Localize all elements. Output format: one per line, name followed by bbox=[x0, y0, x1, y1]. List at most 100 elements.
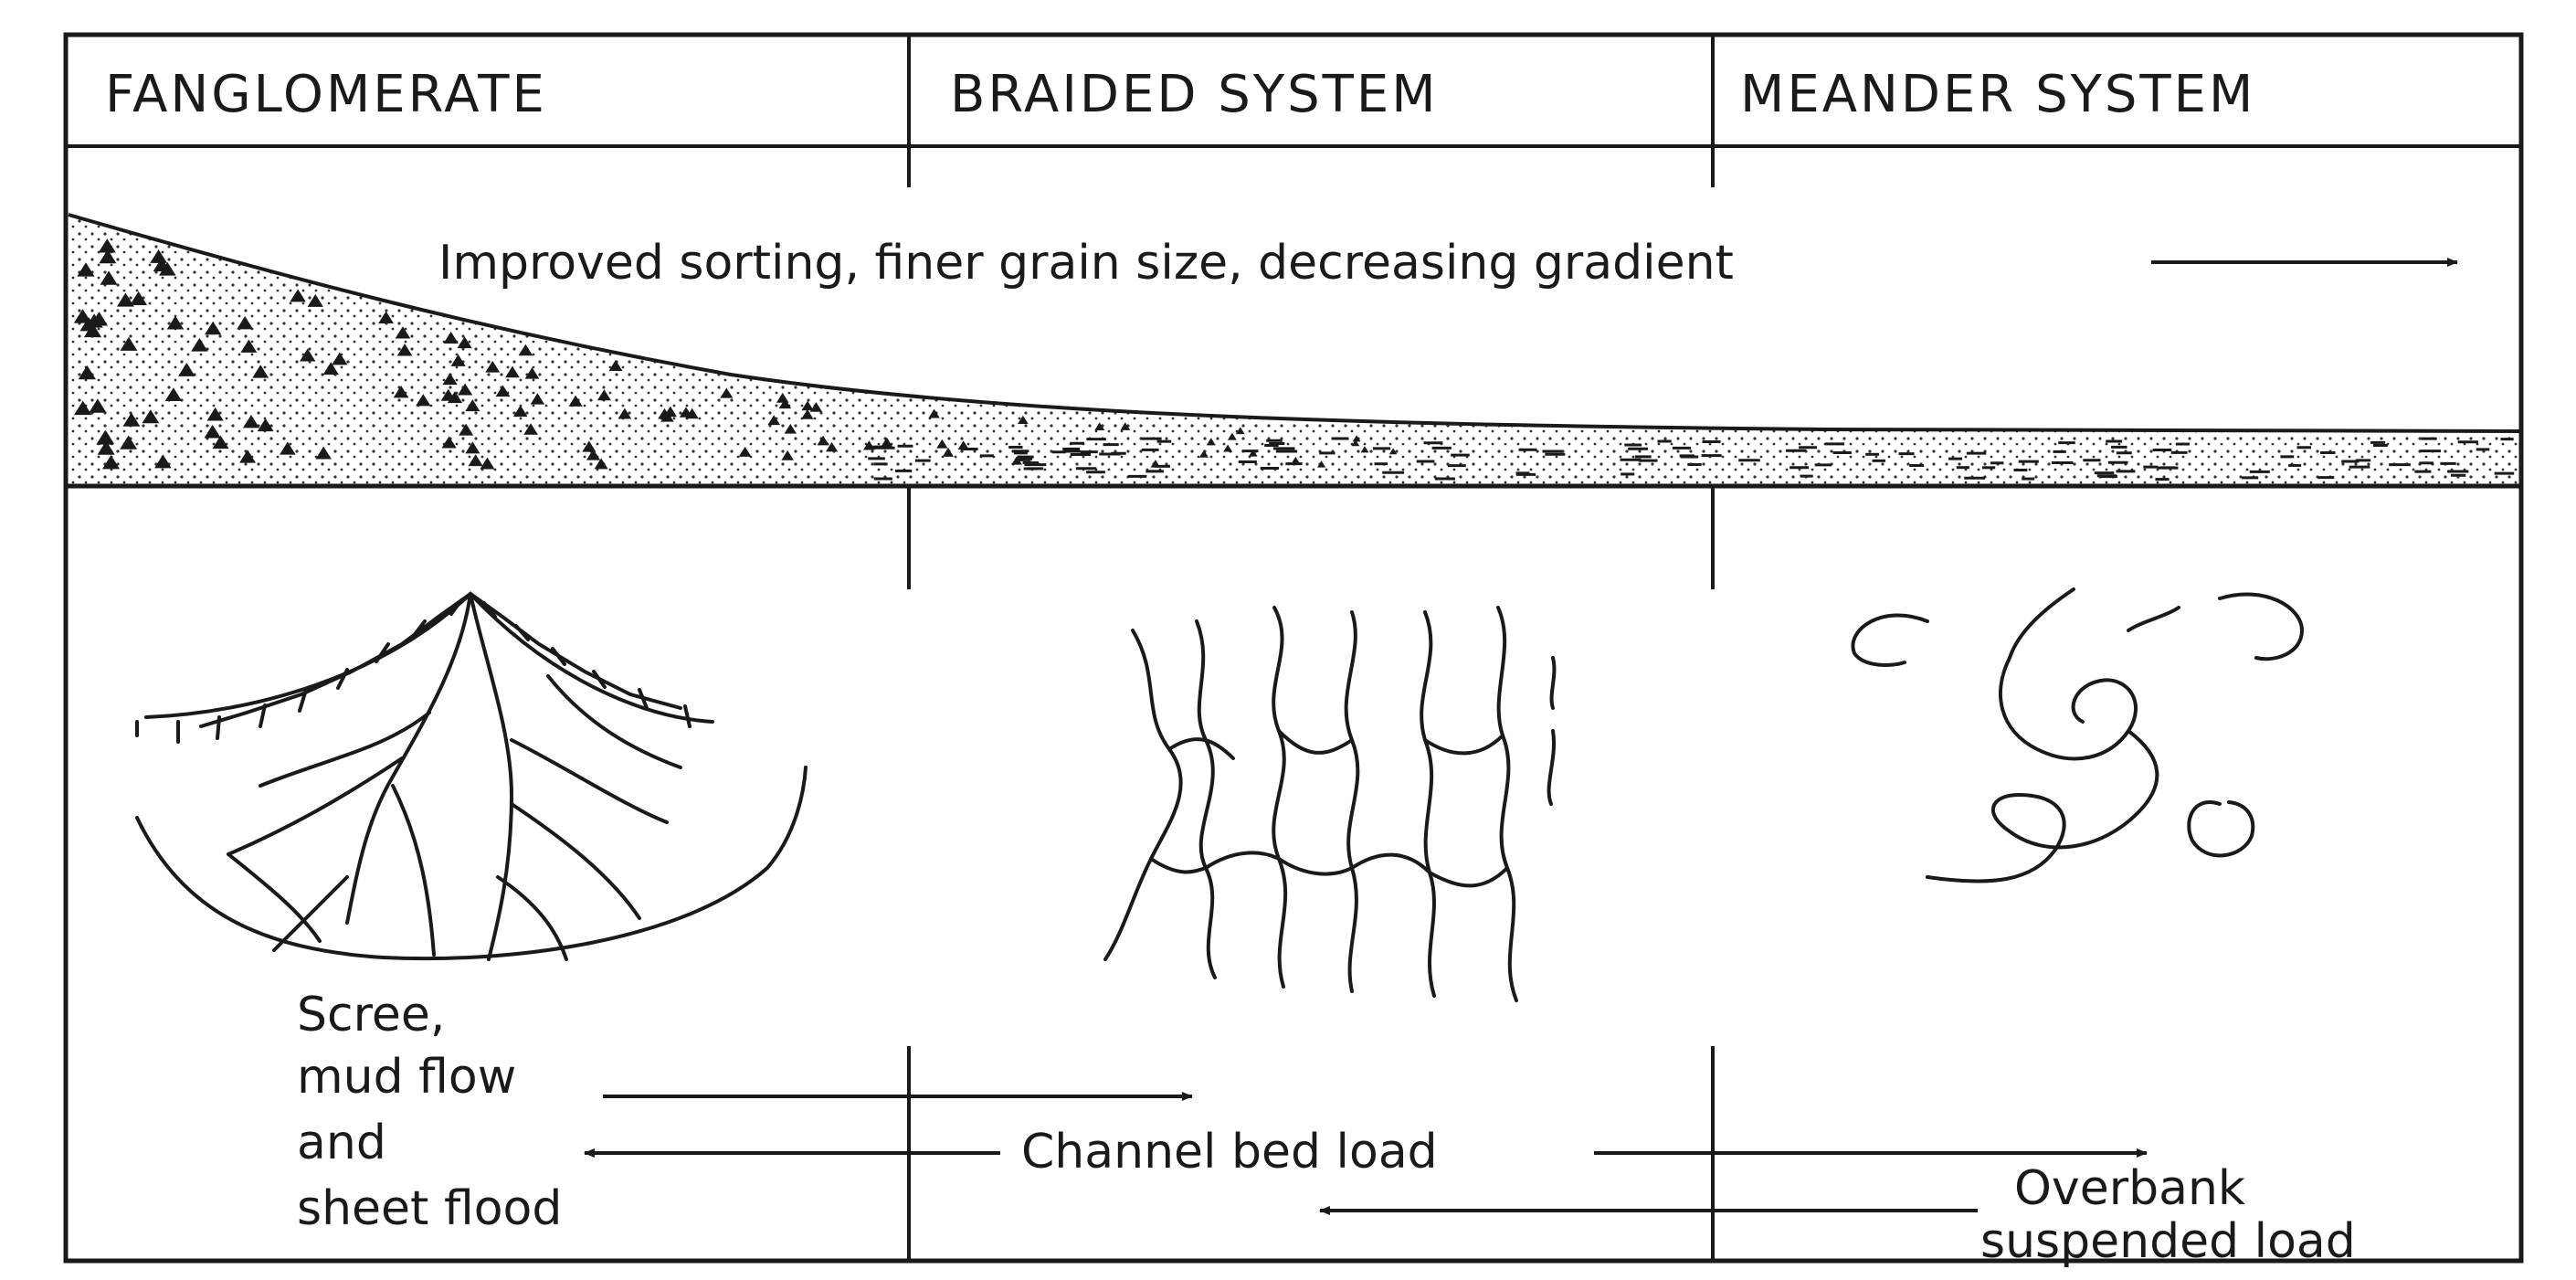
gravel-clast bbox=[1094, 422, 1105, 431]
gravel-clast bbox=[942, 448, 955, 457]
gravel-clast bbox=[116, 292, 134, 307]
gravel-clast bbox=[440, 388, 456, 401]
gravel-clast bbox=[957, 440, 969, 450]
scree-label-line4: sheet flood bbox=[297, 1181, 562, 1236]
gravel-clast bbox=[79, 316, 98, 332]
wedge-top-surface bbox=[68, 213, 2522, 433]
gravel-clast bbox=[458, 383, 473, 396]
gravel-clast bbox=[530, 393, 545, 405]
gravel-clast bbox=[166, 315, 185, 330]
gravel-clast bbox=[480, 457, 495, 470]
gravel-clast bbox=[150, 249, 167, 263]
gravel-clast bbox=[299, 348, 316, 362]
gravel-clast bbox=[720, 387, 734, 398]
gravel-clast bbox=[243, 415, 259, 428]
gravel-clast bbox=[237, 315, 254, 330]
gravel-clast bbox=[315, 446, 332, 460]
gravel-clast bbox=[322, 362, 339, 376]
gravel-clast bbox=[206, 407, 224, 421]
wedge-fill bbox=[69, 215, 2521, 486]
gravel-clast bbox=[120, 435, 138, 450]
gravel-clast bbox=[191, 337, 208, 352]
gravel-clast bbox=[164, 387, 183, 402]
gravel-clast bbox=[307, 294, 323, 307]
sediment-wedge bbox=[68, 213, 2522, 486]
gravel-clast bbox=[586, 449, 601, 460]
gravel-clast bbox=[204, 424, 221, 439]
gravel-clast bbox=[1206, 438, 1216, 446]
gravel-clast bbox=[495, 385, 511, 397]
gravel-clast bbox=[130, 291, 148, 305]
gravel-clast bbox=[1018, 415, 1029, 425]
gravel-clast bbox=[78, 365, 96, 380]
header-meander-system: MEANDER SYSTEM bbox=[1740, 65, 2255, 124]
gravel-clast bbox=[465, 399, 480, 412]
header-fanglomerate: FANGLOMERATE bbox=[105, 65, 547, 124]
gravel-clast bbox=[97, 440, 115, 455]
gravel-clast bbox=[1120, 422, 1131, 430]
gravel-clast bbox=[568, 395, 583, 407]
gravel-clast bbox=[443, 331, 459, 344]
gravel-clast bbox=[512, 405, 528, 418]
gravel-clast bbox=[523, 423, 538, 435]
gravel-clast bbox=[524, 367, 540, 379]
gravel-clast bbox=[395, 326, 411, 339]
gravel-clasts bbox=[73, 238, 1398, 470]
gravel-clast bbox=[801, 409, 814, 419]
gravel-clast bbox=[457, 336, 472, 349]
mud-lenses bbox=[868, 437, 2515, 481]
gravel-clast bbox=[679, 407, 693, 418]
gravel-clast bbox=[582, 440, 596, 452]
alluvial-fan-icon bbox=[135, 591, 808, 961]
gravel-clast bbox=[240, 339, 258, 353]
gravel-clast bbox=[778, 398, 792, 409]
gravel-clast bbox=[1388, 448, 1398, 455]
gravel-clast bbox=[290, 289, 306, 302]
gravel-clast bbox=[608, 359, 623, 371]
gravel-clast bbox=[1352, 435, 1361, 442]
gravel-clast bbox=[594, 458, 608, 470]
gravel-clast bbox=[178, 363, 195, 376]
gravel-clast bbox=[239, 450, 257, 463]
gravel-clast bbox=[257, 418, 274, 432]
gravel-clast bbox=[781, 450, 794, 460]
header-braided-system: BRAIDED SYSTEM bbox=[950, 65, 1439, 124]
gravel-clast bbox=[468, 454, 483, 467]
gravel-clast bbox=[205, 321, 222, 335]
meander-loops-icon bbox=[1851, 587, 2305, 883]
gravel-clast bbox=[801, 400, 814, 411]
gravel-clast bbox=[784, 423, 797, 434]
gravel-clast bbox=[817, 435, 829, 446]
gravel-clast bbox=[74, 400, 92, 416]
gravel-clast bbox=[96, 430, 114, 445]
gravel-clast bbox=[332, 352, 348, 365]
gravel-clast bbox=[809, 402, 823, 412]
gravel-clast bbox=[1227, 432, 1237, 440]
scree-label-line1: Scree, bbox=[297, 988, 445, 1042]
gravel-clast bbox=[378, 311, 394, 324]
gravel-clast bbox=[1360, 446, 1369, 453]
outer-frame bbox=[63, 32, 2524, 1264]
trend-label: Improved sorting, finer grain size, decr… bbox=[438, 236, 1734, 291]
scree-label-line3: and bbox=[297, 1116, 386, 1170]
gravel-clast bbox=[863, 440, 875, 450]
gravel-clast bbox=[928, 408, 940, 418]
gravel-clast bbox=[120, 336, 138, 351]
gravel-clast bbox=[825, 441, 839, 452]
gravel-clast bbox=[450, 354, 466, 366]
gravel-clast bbox=[738, 446, 752, 457]
overbank-label-line1: Overbank bbox=[2014, 1161, 2245, 1216]
gravel-clast bbox=[767, 415, 781, 426]
gravel-clast bbox=[1198, 450, 1209, 458]
gravel-clast bbox=[518, 344, 533, 356]
gravel-clast bbox=[77, 262, 95, 277]
gravel-clast bbox=[1317, 460, 1326, 468]
gravel-clast bbox=[280, 441, 296, 455]
gravel-clast bbox=[442, 373, 458, 386]
gravel-clast bbox=[465, 441, 480, 454]
overbank-label-line2: suspended load bbox=[1980, 1214, 2356, 1269]
channel-bed-load-label: Channel bed load bbox=[1021, 1125, 1438, 1180]
gravel-clast bbox=[89, 398, 107, 413]
